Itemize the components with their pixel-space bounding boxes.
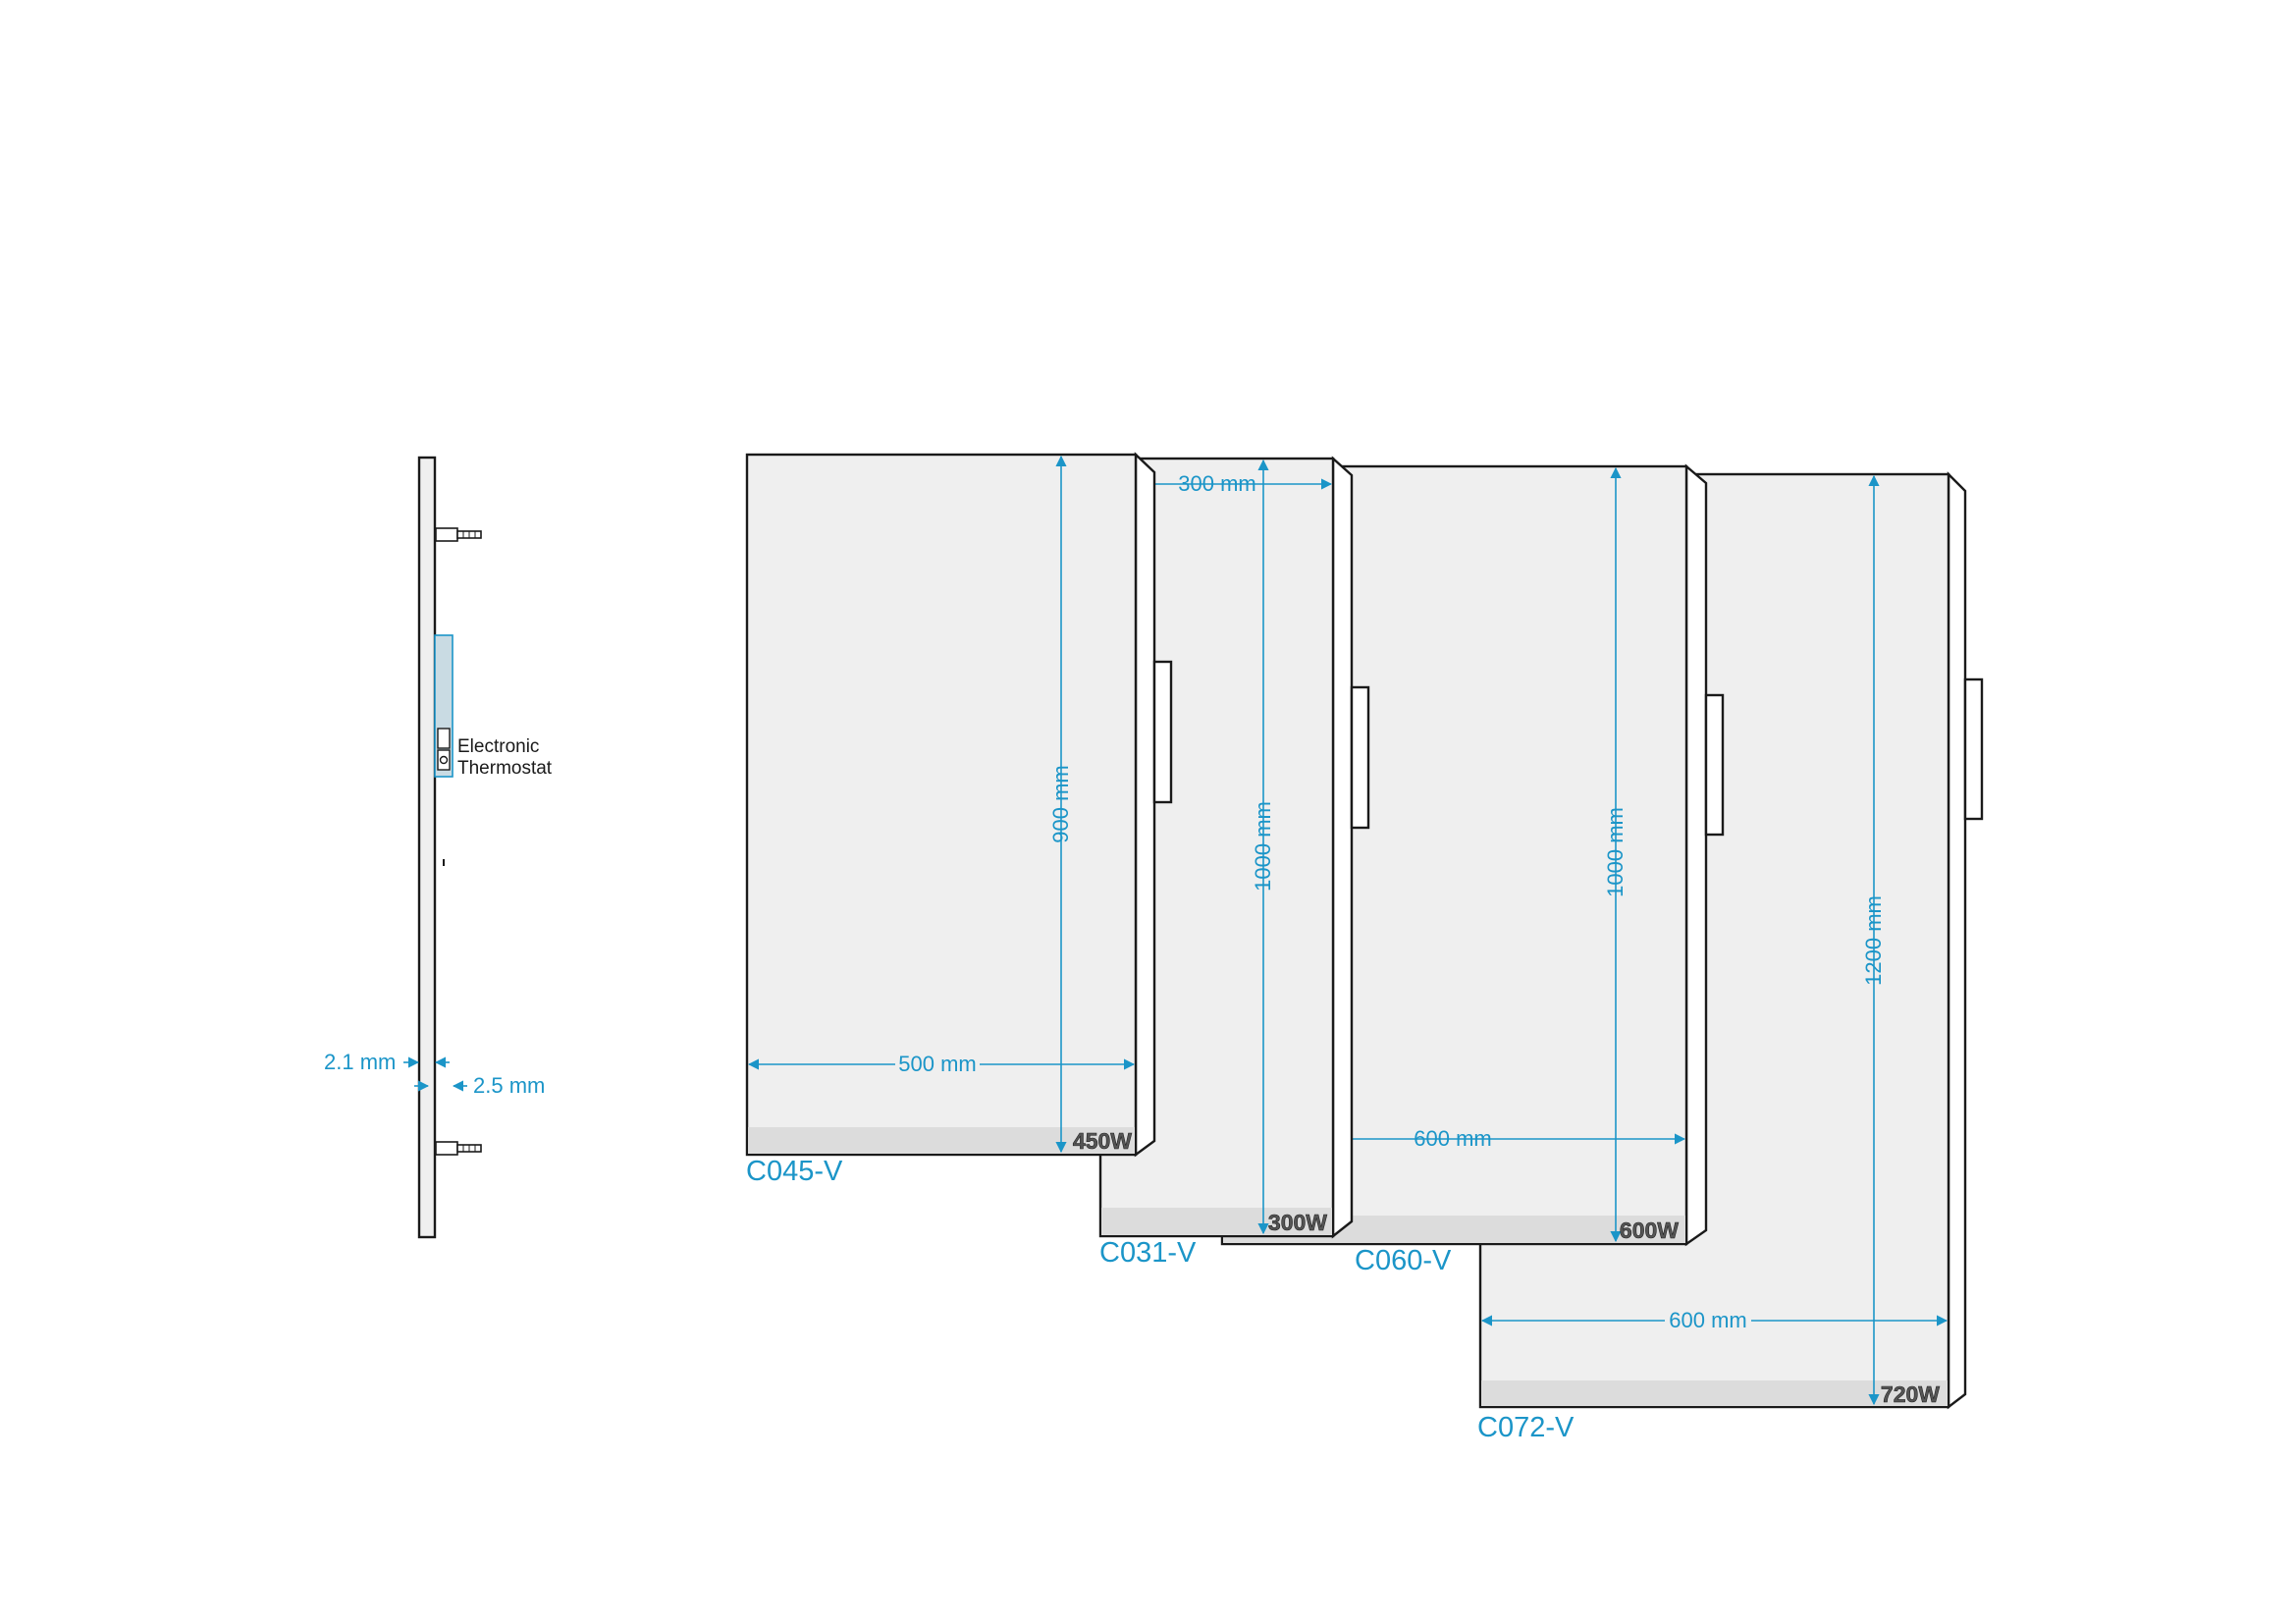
thermostat-knob [437,749,451,771]
side-panel-body [417,456,437,1239]
width-dimension: 500 mm [898,1052,976,1076]
model-label: C031-V [1099,1237,1197,1269]
width-dimension: 600 mm [1414,1126,1491,1151]
bottom-bracket-bolt [435,1141,482,1156]
dim-thickness-right: 2.5 mm [473,1073,545,1098]
thermostat-label-line1: Electronic [457,736,539,757]
height-dimension: 1000 mm [1251,801,1275,892]
model-label: C060-V [1355,1245,1452,1276]
width-dimension: 300 mm [1178,471,1255,496]
bracket [1963,677,1984,821]
power-label: 450W [1073,1128,1132,1154]
top-bracket-bolt [435,527,482,542]
height-dimension: 1000 mm [1603,807,1628,897]
power-label: 300W [1268,1210,1327,1235]
power-label: 600W [1620,1218,1679,1243]
model-label: C045-V [746,1156,843,1187]
thermostat-display [437,728,451,749]
bracket [1152,660,1173,804]
height-dimension: 900 mm [1048,765,1073,842]
power-label: 720W [1881,1381,1940,1407]
width-dimension: 600 mm [1669,1308,1746,1332]
panel-c045-v: 900 mm 500 mm 450W C045-V [745,452,1173,1187]
bracket [1704,693,1725,837]
height-dimension: 1200 mm [1861,895,1886,986]
dim-thickness-left: 2.1 mm [324,1050,396,1074]
model-label: C072-V [1477,1412,1575,1443]
bracket [1350,685,1370,830]
thermostat-label-line2: Thermostat [457,758,553,779]
side-view: Electronic Thermostat 2.1 mm 2.5 mm [324,456,553,1239]
